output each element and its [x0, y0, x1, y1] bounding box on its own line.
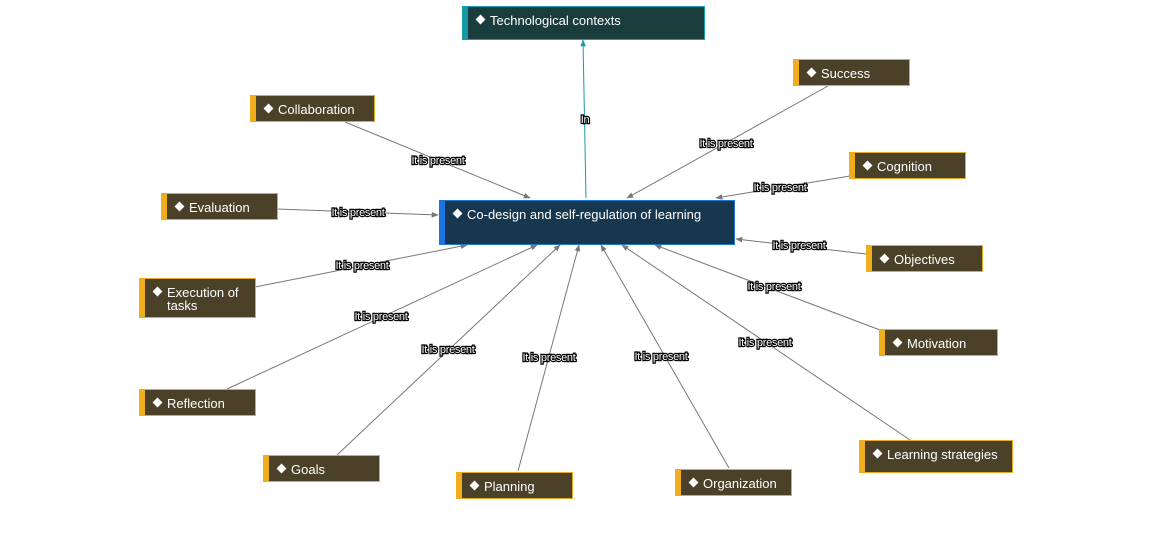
node-label: Objectives — [894, 252, 955, 267]
edge-motivation — [654, 244, 881, 331]
node-reflection[interactable]: Reflection — [139, 389, 256, 416]
edge-learning-strategies — [621, 244, 911, 441]
node-label: Technological contexts — [490, 13, 621, 28]
node-label: Evaluation — [189, 200, 250, 215]
node-motivation[interactable]: Motivation — [879, 329, 998, 356]
edge-label-in: In — [581, 114, 590, 126]
edge-cognition — [715, 175, 851, 200]
edge-label-execution: It is present — [336, 260, 389, 272]
node-label: Goals — [291, 462, 325, 477]
node-objectives[interactable]: Objectives — [866, 245, 983, 272]
edge-organization — [600, 244, 730, 469]
node-label: Co-design and self-regulation of learnin… — [467, 207, 702, 222]
diamond-icon — [152, 286, 163, 297]
diamond-icon — [469, 480, 480, 491]
diamond-icon — [263, 103, 274, 114]
edge-label-cognition: It is present — [754, 182, 807, 194]
node-label: Success — [821, 66, 871, 81]
edge-label-evaluation: It is present — [332, 207, 385, 219]
diamond-icon — [452, 208, 463, 219]
edge-label-reflection: It is present — [355, 311, 408, 323]
diamond-icon — [879, 253, 890, 264]
node-technological-contexts[interactable]: Technological contexts — [462, 6, 705, 40]
node-label: Collaboration — [278, 102, 355, 117]
diamond-icon — [872, 448, 883, 459]
edge-central-to-context — [580, 39, 587, 199]
edge-evaluation — [276, 208, 439, 218]
node-collaboration[interactable]: Collaboration — [250, 95, 375, 122]
edge-collaboration — [344, 121, 531, 199]
node-success[interactable]: Success — [793, 59, 910, 86]
diamond-icon — [276, 463, 287, 474]
node-execution-of-tasks[interactable]: Execution of tasks — [139, 278, 256, 318]
node-evaluation[interactable]: Evaluation — [161, 193, 278, 220]
edge-label-success: It is present — [700, 138, 753, 150]
node-label: Execution of tasks — [167, 285, 239, 313]
node-planning[interactable]: Planning — [456, 472, 573, 499]
diamond-icon — [892, 337, 903, 348]
edge-reflection — [226, 244, 538, 390]
diamond-icon — [806, 67, 817, 78]
edge-planning — [517, 244, 581, 472]
node-cognition[interactable]: Cognition — [849, 152, 966, 179]
edge-success — [626, 85, 829, 199]
node-label: Cognition — [877, 159, 932, 174]
node-label: Organization — [703, 476, 777, 491]
edge-label-collaboration: It is present — [412, 155, 465, 167]
edge-label-organization: It is present — [635, 351, 688, 363]
edge-label-motivation: It is present — [748, 281, 801, 293]
edge-label-learning-strategies: It is present — [739, 337, 792, 349]
diamond-icon — [152, 397, 163, 408]
edge-label-goals: It is present — [422, 344, 475, 356]
edge-objectives — [735, 236, 867, 255]
edge-label-planning: It is present — [523, 352, 576, 364]
node-label: Learning strategies — [887, 447, 998, 462]
diamond-icon — [862, 160, 873, 171]
node-organization[interactable]: Organization — [675, 469, 792, 496]
node-co-design-self-regulation[interactable]: Co-design and self-regulation of learnin… — [439, 200, 735, 245]
edge-execution — [254, 243, 468, 288]
node-label: Motivation — [907, 336, 967, 351]
edge-goals — [336, 244, 561, 456]
diamond-icon — [688, 477, 699, 488]
edge-label-objectives: It is present — [773, 240, 826, 252]
diamond-icon — [174, 201, 185, 212]
node-learning-strategies[interactable]: Learning strategies — [859, 440, 1013, 473]
node-label: Reflection — [167, 396, 225, 411]
node-label: Planning — [484, 479, 535, 494]
diamond-icon — [475, 14, 486, 25]
node-goals[interactable]: Goals — [263, 455, 380, 482]
